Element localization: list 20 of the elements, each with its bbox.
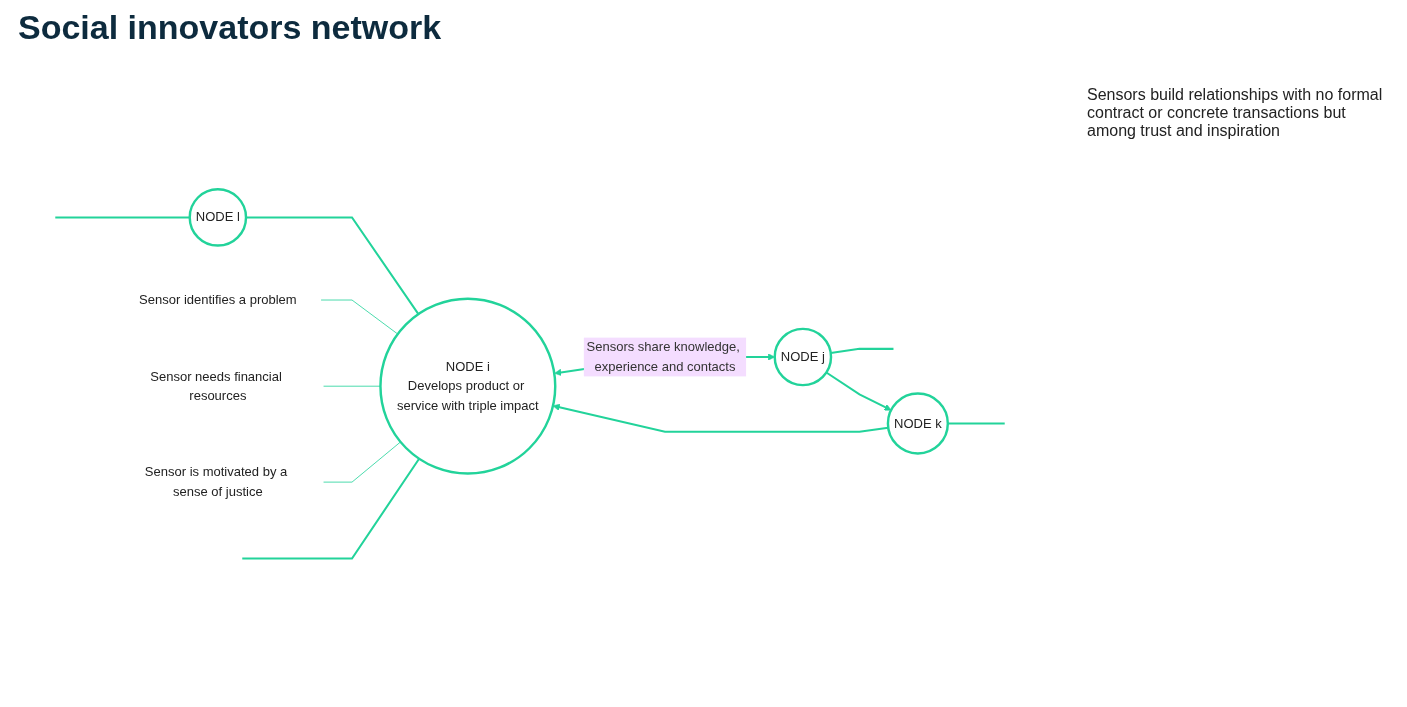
connector bbox=[947, 422, 1005, 425]
node-text: Sensor needs financial resources bbox=[150, 369, 282, 403]
node-text: Sensor is motivated by a sense of justice bbox=[144, 465, 288, 499]
note-text: Sensors build relationships with no formal contract or concrete transactions but among trust and inspiration bbox=[1087, 86, 1384, 140]
edge-label: Sensors share knowledge, experience and contacts bbox=[586, 339, 740, 374]
title: Social innovators network bbox=[18, 8, 442, 47]
connector bbox=[55, 216, 190, 219]
node-circle: NODE i Develops product or service with triple impact bbox=[379, 297, 557, 475]
node-circle: NODE l bbox=[188, 188, 248, 247]
connector bbox=[246, 216, 420, 315]
connector bbox=[323, 385, 381, 387]
node-circle: NODE k bbox=[886, 392, 950, 455]
connector bbox=[830, 347, 894, 354]
node-circle: NODE j bbox=[773, 327, 833, 387]
arrow bbox=[825, 371, 892, 411]
connector bbox=[323, 441, 401, 483]
connector bbox=[242, 458, 420, 560]
node-text: Sensor identifies a problem bbox=[139, 292, 297, 307]
arrow bbox=[552, 403, 889, 433]
connector bbox=[320, 299, 399, 335]
